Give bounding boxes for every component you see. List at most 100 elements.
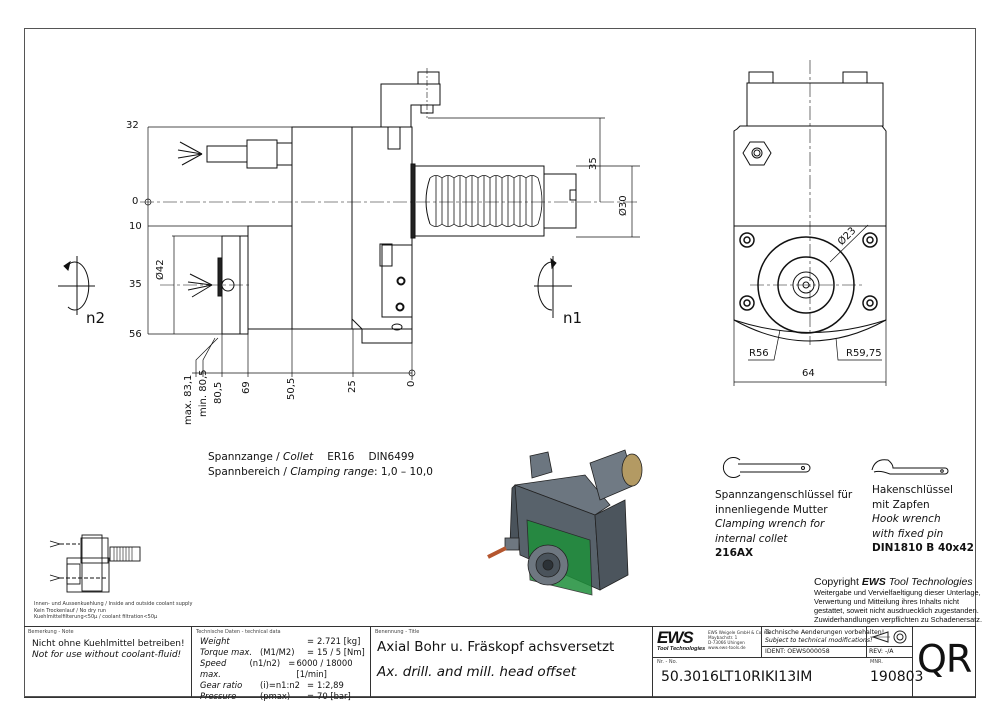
changes-de: Technische Aenderungen vorbehalten! (765, 629, 885, 636)
changes-notice: Technische Aenderungen vorbehalten! Subj… (765, 629, 884, 645)
collet-type: ER16 (327, 451, 355, 463)
company-cell: EWS Tool Technologies EWS Weigele GmbH &… (653, 627, 923, 698)
side-top-nut (417, 71, 440, 85)
ews-logo-text: EWS (657, 628, 694, 647)
copyright-line: Verwertung und Mitteilung ihres Inhalts … (814, 597, 960, 606)
wrench-hook-de-1: Hakenschlüssel (872, 484, 953, 496)
wrench-collet-de-1: Spannzangenschlüssel für (715, 489, 853, 501)
tech-row-param (260, 636, 307, 647)
tech-row-value: 2.721 [kg] (317, 636, 361, 646)
label-n2: n2 (86, 309, 106, 327)
tech-row: Gear ratio(i)=n1:n2=1:2,89 (200, 680, 370, 691)
side-view (58, 68, 640, 380)
mnr-label: MNR. (870, 659, 883, 665)
dim-10: 10 (129, 221, 142, 232)
wrench-hook-en-1: Hook wrench (872, 513, 941, 525)
mnr-value: 190803 (870, 669, 924, 685)
number-label: Nr. - No. (657, 659, 678, 665)
collet-wrench-icon (722, 457, 811, 478)
front-dimension-lines (733, 320, 887, 386)
ews-logo: EWS Tool Technologies (657, 628, 705, 652)
changes-en: Subject to technical modifications! (765, 637, 873, 644)
tech-row: Torque max.(M1/M2)=15 / 5 [Nm] (200, 647, 370, 658)
collet-label-de: Spannzange / (208, 451, 284, 463)
tech-row-param: (pmax) (260, 691, 291, 701)
article-number: 50.3016LT10RIKI13IM (661, 669, 813, 685)
wrench-hook-de-2: mit Zapfen (872, 498, 930, 511)
title-de: Axial Bohr u. Fräskopf achsversetzt (377, 639, 615, 655)
dim-r56: R56 (749, 348, 769, 359)
address-line: Maybachstr. 1 (708, 635, 738, 640)
wrench-collet-code: 216AX (715, 547, 754, 559)
tech-row: Pressure (pmax) =70 [bar] (200, 691, 370, 702)
coolant-note: Kuehlmittelfilterung<50µ / coolant filtr… (34, 614, 158, 620)
title-label: Benennung - Title (375, 629, 420, 635)
clamping-label-de: Spannbereich / (208, 466, 291, 478)
wrench-hook-code: DIN1810 B 40x42 (872, 542, 974, 554)
dim-69: 69 (241, 381, 252, 394)
copyright-block: Copyright EWS Tool Technologies Weiterga… (814, 576, 982, 624)
tech-row-value: 15 / 5 [Nm] (317, 647, 365, 657)
dim-diameter-30: Ø30 (618, 195, 629, 216)
front-hex-nut (742, 141, 772, 166)
collet-wrench-description: Spannzangenschlüssel für innenliegende M… (715, 488, 852, 561)
address-line: D-73066 Uhingen (708, 640, 745, 645)
tech-row-eq: = (307, 680, 315, 690)
side-top-bracket (380, 83, 441, 127)
copyright-prefix: Copyright (814, 576, 862, 588)
note-en: Not for use without coolant-fluid! (32, 650, 182, 660)
clamping-range-value: : 1,0 – 10,0 (374, 466, 433, 478)
note-de: Nicht ohne Kuehlmittel betreiben! (32, 639, 185, 649)
projection-symbol-icon (870, 630, 907, 644)
tech-row-name: Pressure (200, 691, 237, 701)
tech-row-param: (n1/n2) (249, 658, 281, 668)
tech-data-table: Weight=2.721 [kg] Torque max.(M1/M2)=15 … (200, 636, 370, 702)
title-cell: Benennung - Title Axial Bohr u. Fräskopf… (371, 627, 653, 698)
copyright-brand: EWS (861, 576, 886, 588)
dim-32: 32 (126, 120, 139, 131)
coolant-note: Kein Trockenlauf / No dry run (34, 607, 107, 614)
title-en: Ax. drill. and mill. head offset (377, 664, 577, 680)
hook-wrench-icon (871, 459, 949, 475)
tech-row: Speed max.(n1/n2)=6000 / 18000 [1/min] (200, 658, 370, 680)
tech-row-param: (M1/M2) (260, 647, 295, 657)
tech-row-eq: = (307, 647, 315, 657)
wrench-collet-de-2: innenliegende Mutter (715, 503, 828, 516)
tech-row-value: 70 [bar] (317, 691, 351, 701)
dim-64: 64 (802, 368, 815, 379)
rotation-n2-icon (58, 256, 95, 315)
copyright-line: Weitergabe und Vervielfaeltigung dieser … (814, 588, 981, 597)
tech-row-name: Speed max. (200, 658, 227, 679)
front-view (733, 60, 887, 386)
dim-min-80-5: min. 80,5 (198, 369, 209, 417)
wrench-collet-en-2: internal collet (715, 532, 788, 545)
coolant-note: Innen- und Aussenkuehlung / Inside and o… (34, 601, 193, 607)
address-line: www.ews-tools.de (708, 645, 746, 650)
coolant-spray-icon-2 (187, 273, 213, 298)
dim-35-left: 35 (129, 279, 142, 290)
coolant-notes: Innen- und Aussenkuehlung / Inside and o… (34, 601, 193, 621)
drawing-frame (24, 28, 976, 697)
copyright-suffix: Tool Technologies (885, 576, 973, 588)
clamping-label-en: Clamping range (290, 466, 374, 478)
revision-value: REV: -/A (869, 648, 894, 655)
dimension-lines-bottom (192, 329, 416, 380)
copyright-line: Zuwiderhandlungen verpflichten zu Schade… (814, 615, 983, 624)
note-label: Bemerkung - Note (28, 629, 74, 635)
tech-row-name: Weight (200, 636, 230, 646)
isometric-render (487, 449, 643, 596)
tech-data-label: Technische Daten - technical data (196, 629, 281, 635)
address-line: EWS Weigele GmbH & Co. KG (708, 630, 770, 635)
coolant-schematic (49, 534, 141, 593)
dim-0-bottom: 0 (406, 380, 417, 387)
dim-diameter-42: Ø42 (155, 259, 166, 280)
title-block: Bemerkung - Note Nicht ohne Kuehlmittel … (24, 626, 976, 701)
rotation-n1-icon (534, 256, 572, 318)
collet-housing (247, 225, 293, 330)
copyright-line: gestattet, soweit nicht ausdruecklich zu… (814, 606, 979, 615)
dim-50-5: 50,5 (286, 377, 297, 400)
note-cell: Bemerkung - Note Nicht ohne Kuehlmittel … (24, 627, 192, 698)
tech-row-eq: = (307, 691, 315, 701)
dim-56: 56 (129, 329, 142, 340)
